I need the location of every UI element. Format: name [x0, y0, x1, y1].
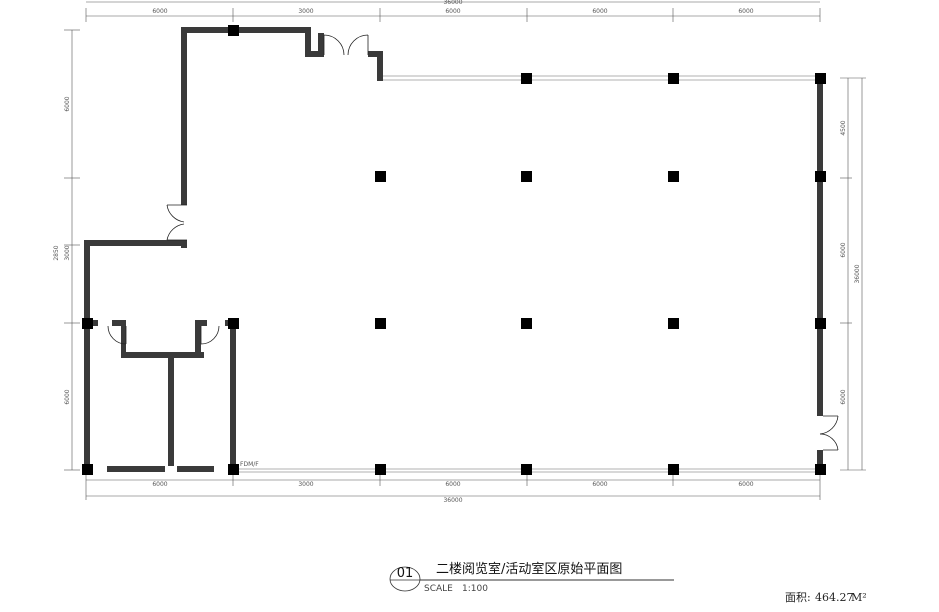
- area-value: 464.27: [815, 591, 854, 604]
- doors: [107, 34, 839, 451]
- small-room-label: FDM/F: [240, 461, 259, 468]
- dim-bottom-5: 6000: [738, 481, 753, 488]
- column: [521, 318, 532, 329]
- column: [375, 464, 386, 475]
- dim-top-5: 6000: [738, 8, 753, 15]
- dim-bottom-2: 3000: [298, 481, 313, 488]
- scale-value: 1:100: [462, 584, 488, 594]
- dim-left-1: 6000: [64, 96, 71, 111]
- drawing-number-circle: [389, 566, 421, 592]
- dim-bottom-4: 6000: [592, 481, 607, 488]
- dim-top-2: 3000: [298, 8, 313, 15]
- area-unit: M²: [851, 591, 867, 604]
- dim-left-4: 6000: [64, 389, 71, 404]
- column: [228, 318, 239, 329]
- dimension-lines: [64, 1, 866, 500]
- scale-prefix: SCALE: [424, 584, 453, 594]
- column: [668, 464, 679, 475]
- column: [82, 464, 93, 475]
- dim-bottom-1: 6000: [152, 481, 167, 488]
- column: [521, 464, 532, 475]
- dim-top-total: 36000: [443, 0, 462, 6]
- column: [375, 318, 386, 329]
- walls: [84, 27, 823, 472]
- dim-left-3: 3000: [64, 245, 71, 260]
- dim-right-total: 36000: [854, 264, 861, 283]
- column: [228, 25, 239, 36]
- title-block: 01 二楼阅览室/活动室区原始平面图 SCALE 1:100: [389, 561, 674, 594]
- dim-right-1: 4500: [840, 120, 847, 135]
- column: [668, 73, 679, 84]
- dim-top-1: 6000: [152, 8, 167, 15]
- column: [375, 171, 386, 182]
- column: [668, 171, 679, 182]
- column: [815, 464, 826, 475]
- column: [82, 318, 93, 329]
- columns: [82, 25, 826, 475]
- column: [668, 318, 679, 329]
- column: [815, 73, 826, 84]
- column: [521, 73, 532, 84]
- dim-bottom-3: 6000: [445, 481, 460, 488]
- column: [521, 171, 532, 182]
- dim-top-4: 6000: [592, 8, 607, 15]
- area-block: 面积: 464.27 M²: [785, 591, 867, 604]
- column: [815, 171, 826, 182]
- drawing-title: 二楼阅览室/活动室区原始平面图: [436, 561, 622, 577]
- area-label: 面积:: [785, 591, 811, 604]
- dimension-texts: 36000 6000 3000 6000 6000 6000 6000 3000…: [53, 0, 861, 504]
- drawing-number: 01: [397, 566, 414, 581]
- curtain-lines: [236, 75, 817, 473]
- column: [815, 318, 826, 329]
- dim-right-3: 6000: [840, 389, 847, 404]
- dim-top-3: 6000: [445, 8, 460, 15]
- dim-right-2: 6000: [840, 242, 847, 257]
- dim-left-2: 2850: [53, 245, 60, 260]
- dim-bottom-total: 36000: [443, 497, 462, 504]
- column: [228, 464, 239, 475]
